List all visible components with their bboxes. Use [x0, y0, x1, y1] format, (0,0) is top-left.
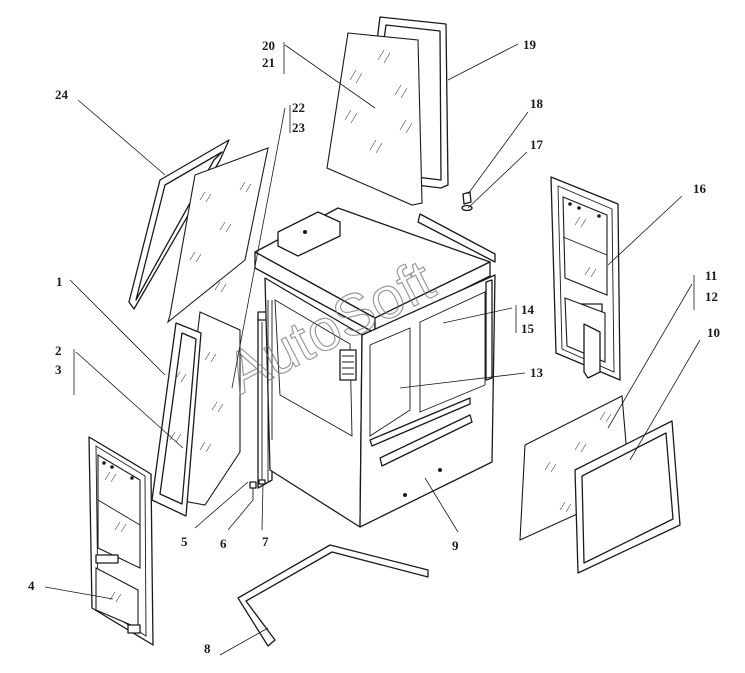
- bolt: [249, 479, 266, 500]
- callout-12: 12: [705, 289, 718, 304]
- callout-14: 14: [521, 302, 535, 317]
- front-side-seal: [151, 322, 202, 517]
- callout-7: 7: [262, 534, 269, 549]
- callout-15: 15: [521, 321, 535, 336]
- callout-10: 10: [707, 325, 720, 340]
- callout-8: 8: [204, 641, 211, 656]
- callout-4: 4: [28, 578, 35, 593]
- fastener: [461, 191, 473, 212]
- vent-grille: [339, 349, 357, 381]
- right-side-seal: [574, 420, 681, 574]
- callout-18: 18: [530, 96, 544, 111]
- callout-16: 16: [693, 181, 707, 196]
- left-door: [88, 436, 154, 646]
- callout-20: 20: [262, 38, 275, 53]
- leader-lines: [44, 42, 701, 656]
- cab-body: [254, 207, 496, 528]
- right-door: [550, 176, 621, 381]
- callout-21: 21: [262, 55, 275, 70]
- callout-6: 6: [220, 536, 227, 551]
- callout-3: 3: [55, 362, 62, 377]
- callout-24: 24: [55, 87, 69, 102]
- callout-1: 1: [56, 274, 63, 289]
- callout-5: 5: [181, 534, 188, 549]
- rear-window-glass: [326, 32, 423, 206]
- callout-2: 2: [55, 343, 62, 358]
- side-window-glass: [166, 147, 269, 324]
- callout-17: 17: [530, 137, 544, 152]
- callout-22: 22: [292, 100, 305, 115]
- callout-13: 13: [530, 365, 544, 380]
- callout-labels: 20 21 19 24 22 23 18 17 16 1 11 12 14 15…: [28, 37, 720, 656]
- callout-11: 11: [705, 268, 717, 283]
- callout-23: 23: [292, 120, 306, 135]
- bent-rod: [237, 544, 429, 647]
- callout-19: 19: [523, 37, 537, 52]
- callout-9: 9: [452, 538, 459, 553]
